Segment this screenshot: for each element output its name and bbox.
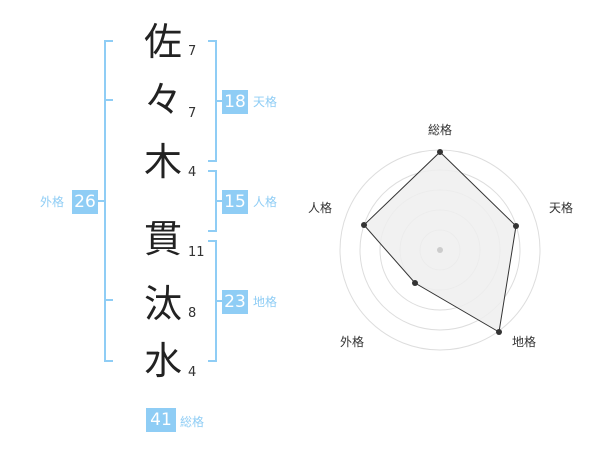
jinkaku-label: 人格 — [253, 195, 278, 209]
chikaku-label: 地格 — [253, 295, 278, 309]
gaikaku-value: 26 — [72, 190, 98, 214]
name-char-4: 貫 — [143, 217, 182, 261]
jinkaku-connector — [216, 200, 222, 202]
radar-center-dot — [437, 247, 443, 253]
radar-point-chikaku — [496, 329, 502, 335]
stroke-count-5: 8 — [188, 306, 197, 321]
tenkaku-label: 天格 — [253, 95, 278, 109]
radar-label-jinkaku: 人格 — [308, 201, 333, 215]
tenkaku-connector — [216, 100, 222, 102]
name-char-3: 木 — [143, 140, 182, 184]
gaikaku-label: 外格 — [40, 195, 65, 209]
radar-point-soukaku — [437, 149, 443, 155]
gaikaku-connector — [98, 200, 106, 202]
radar-point-jinkaku — [361, 222, 367, 228]
chikaku-value: 23 — [222, 290, 248, 314]
radar-label-tenkaku: 天格 — [549, 201, 574, 215]
soukaku-label: 総格 — [180, 415, 205, 429]
soukaku-value: 41 — [146, 408, 176, 432]
radar-label-soukaku: 総格 — [428, 123, 453, 137]
name-char-2: 々 — [143, 78, 182, 122]
radar-point-gaikaku — [412, 280, 418, 286]
name-char-5: 汰 — [143, 282, 182, 326]
name-char-6: 水 — [143, 339, 182, 383]
stroke-count-2: 7 — [188, 106, 197, 121]
gaikaku-tick-1 — [106, 99, 113, 101]
radar-point-tenkaku — [513, 223, 519, 229]
stroke-count-6: 4 — [188, 365, 197, 380]
jinkaku-value: 15 — [222, 190, 248, 214]
radar-label-gaikaku: 外格 — [340, 335, 365, 349]
stroke-count-3: 4 — [188, 165, 197, 180]
gaikaku-tick-2 — [106, 299, 113, 301]
tenkaku-value: 18 — [222, 90, 248, 114]
radar-label-chikaku: 地格 — [512, 335, 537, 349]
stroke-count-4: 11 — [188, 245, 205, 260]
name-char-1: 佐 — [143, 20, 182, 64]
stroke-count-1: 7 — [188, 44, 197, 59]
chikaku-connector — [216, 300, 222, 302]
radar-area — [363, 151, 517, 333]
